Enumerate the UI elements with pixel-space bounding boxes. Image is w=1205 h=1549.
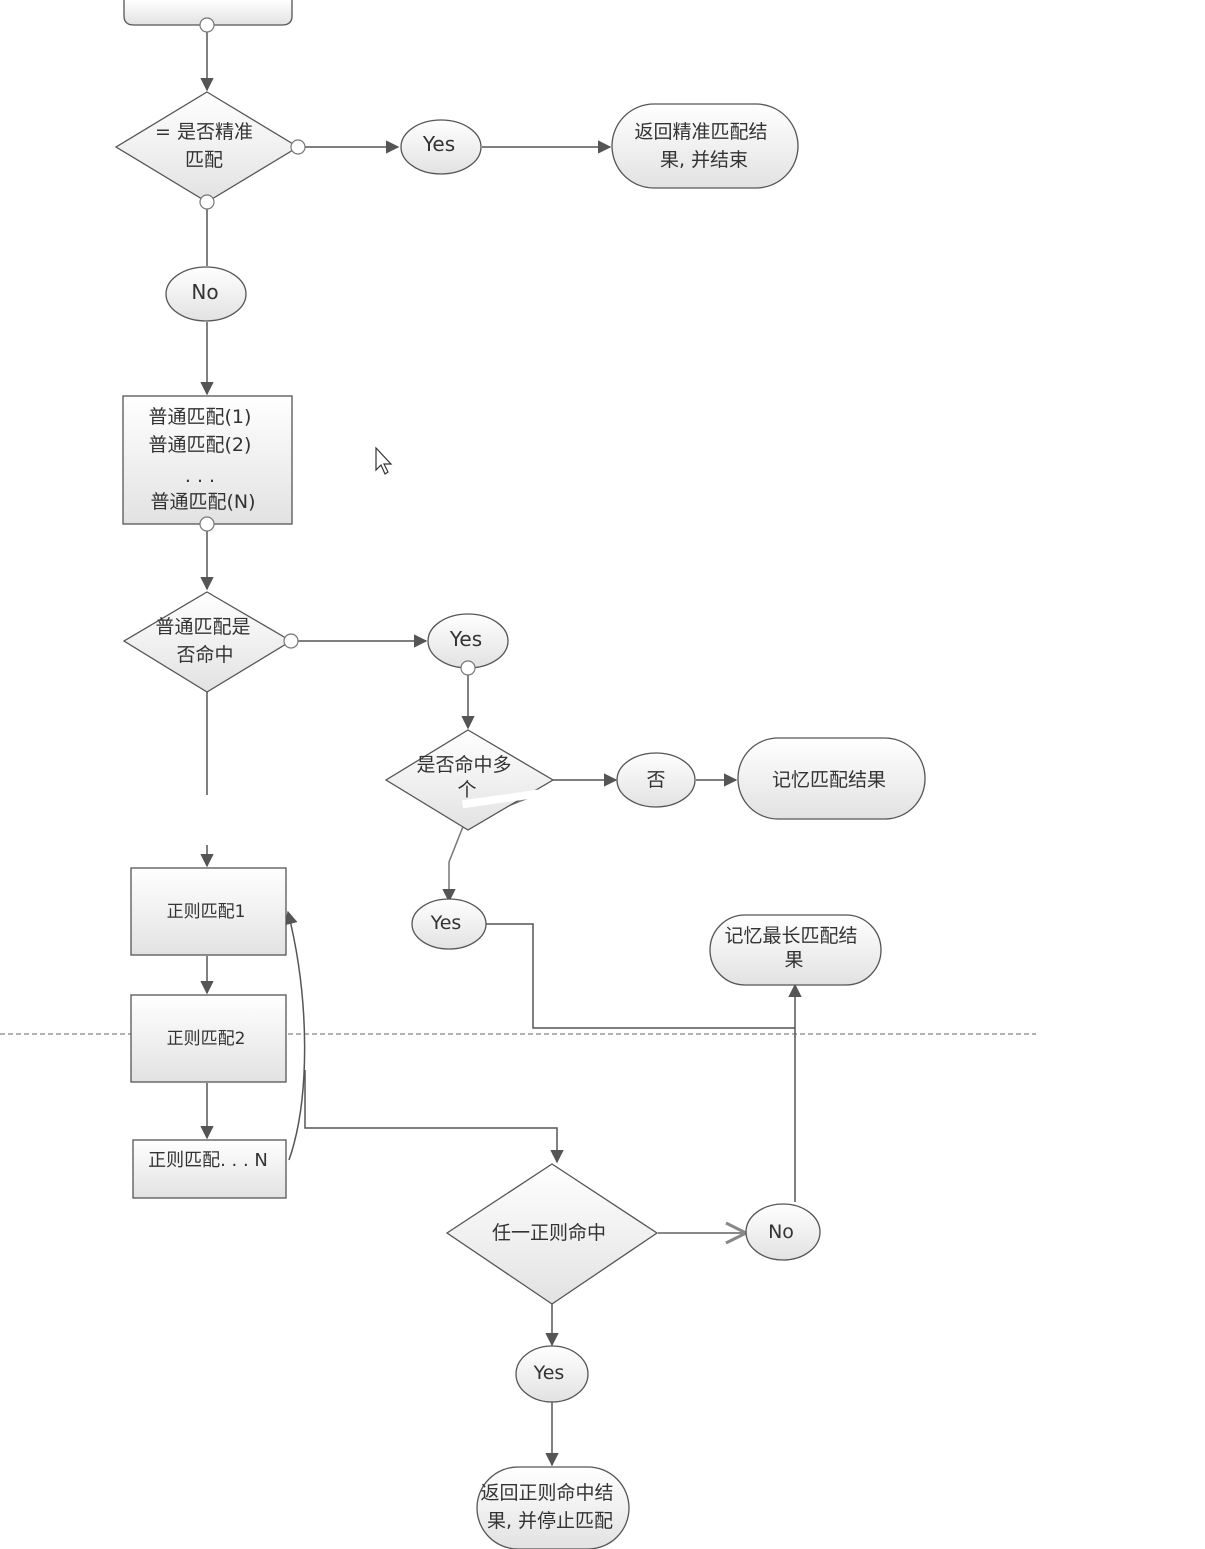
connector-dot xyxy=(199,194,215,210)
remember-result-label: 记忆匹配结果 xyxy=(772,769,886,791)
connector-dot xyxy=(290,139,306,155)
regex2-label: 正则匹配2 xyxy=(167,1029,246,1049)
multi-yes-label: Yes xyxy=(430,912,462,934)
regexN-box xyxy=(132,1139,287,1199)
regexN-label: 正则匹配. . . N xyxy=(148,1150,268,1171)
normal-yes-label: Yes xyxy=(449,627,482,651)
regex-return-label: 返回正则命中结 果, 并停止匹配 xyxy=(480,1482,619,1532)
multi-decision-label: 是否命中多 个 xyxy=(416,754,517,801)
normal-decision-diamond xyxy=(122,591,293,693)
edge-regexN-loop-to-regex1 xyxy=(284,910,306,1161)
exact-decision-diamond xyxy=(114,91,300,203)
remember-result-terminal xyxy=(737,737,926,820)
regex1-label: 正则匹配1 xyxy=(167,902,246,922)
edge-loop-to-regex-decision xyxy=(304,1070,564,1164)
exact-no-oval xyxy=(165,266,247,322)
regex2-box xyxy=(130,994,287,1083)
remember-longest-label: 记忆最长匹配结 果 xyxy=(724,925,863,971)
regex-no-label: No xyxy=(768,1221,794,1243)
regex-decision-label: 任一正则命中 xyxy=(492,1222,606,1244)
connector-dot xyxy=(283,633,299,649)
multi-yes-oval xyxy=(411,898,487,950)
edge-yes-to-longest xyxy=(486,923,795,1029)
multi-no-oval xyxy=(616,752,696,808)
regex-return-terminal xyxy=(476,1466,630,1549)
connector-dot xyxy=(199,516,215,532)
regex-yes-oval xyxy=(515,1345,589,1403)
exact-decision-label: = 是否精准 匹配 xyxy=(155,121,259,171)
connector-dot xyxy=(199,17,215,33)
multi-decision-diamond xyxy=(384,729,555,831)
regex-no-oval xyxy=(745,1203,821,1261)
normal-match-box xyxy=(122,395,293,525)
normal-match-label: 普通匹配(1) 普通匹配(2) . . . 普通匹配(N) xyxy=(149,406,258,513)
exact-no-label: No xyxy=(191,280,218,304)
exact-yes-label: Yes xyxy=(422,132,455,156)
regex-decision-diamond xyxy=(445,1163,659,1305)
exact-return-terminal xyxy=(611,103,799,189)
exact-return-label: 返回精准匹配结 果, 并结束 xyxy=(634,121,773,171)
multi-no-label: 否 xyxy=(646,769,665,791)
normal-decision-label: 普通匹配是 否命中 xyxy=(155,616,256,666)
cursor-icon xyxy=(375,446,393,475)
remember-longest-terminal xyxy=(709,914,882,986)
exact-yes-oval xyxy=(400,119,482,175)
regex-yes-label: Yes xyxy=(533,1362,565,1384)
regex1-box xyxy=(130,867,287,956)
connector-dot xyxy=(460,660,476,676)
